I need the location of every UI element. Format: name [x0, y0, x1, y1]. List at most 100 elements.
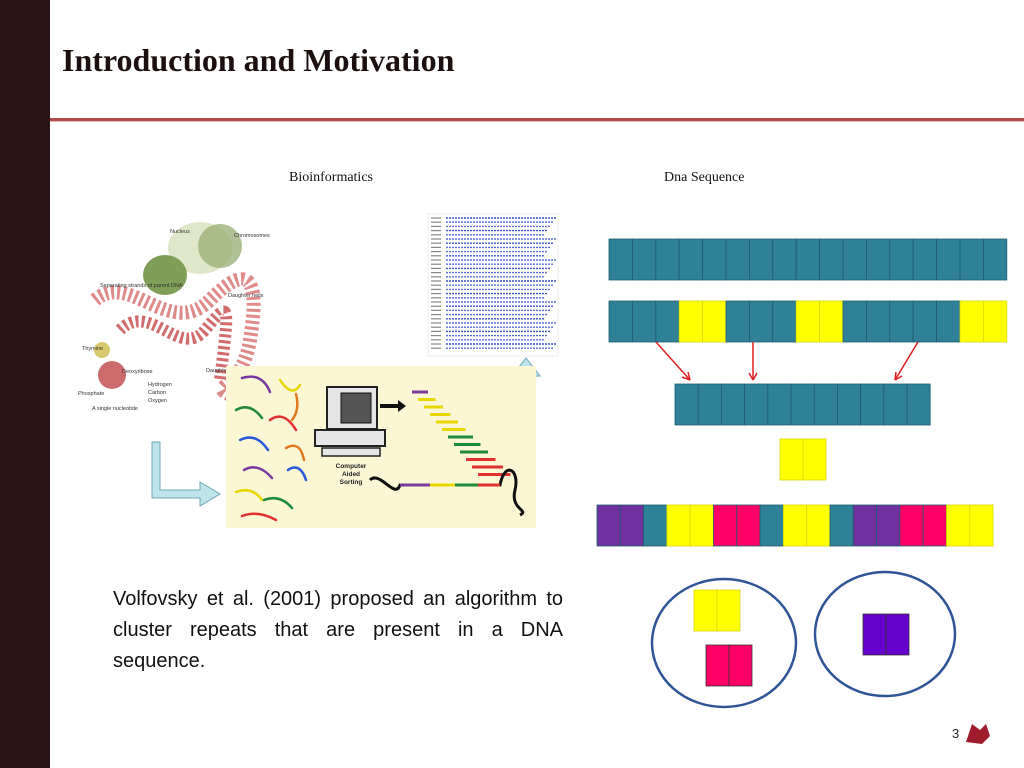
daughter-helix-strand-b	[115, 305, 233, 381]
computer-base	[314, 429, 386, 447]
sequence-cell	[852, 504, 877, 547]
cluster-blocks	[693, 589, 910, 687]
sequence-cell	[608, 300, 633, 343]
sequence-cell	[772, 238, 797, 281]
sequence-cell	[767, 383, 792, 426]
label-computer: Computer	[336, 463, 367, 470]
label-sorting: Sorting	[340, 479, 363, 486]
sequence-cell	[725, 238, 750, 281]
university-logo	[966, 724, 990, 744]
daughter-helix-strand-a	[90, 272, 261, 407]
computer-icon: Computer Aided Sorting	[314, 386, 406, 486]
sequence-cell	[749, 300, 774, 343]
printout-lines	[431, 217, 556, 349]
sequence-cell	[783, 504, 808, 547]
sequence-cell	[674, 383, 699, 426]
dna-fragment	[240, 512, 278, 522]
sequence-cell	[655, 238, 680, 281]
sequence-cell	[959, 238, 984, 281]
sequence-cell	[883, 383, 908, 426]
label-chromosomes: Chromosomes	[234, 233, 270, 239]
sequence-cell	[819, 238, 844, 281]
sequence-cell	[813, 383, 838, 426]
sequence-cell	[721, 383, 746, 426]
dna-fragment	[284, 444, 306, 462]
dna-fragment	[238, 436, 270, 452]
sorted-ladder	[412, 390, 511, 476]
sequence-cell	[969, 504, 994, 547]
keyboard	[321, 447, 381, 457]
sequence-cell	[946, 504, 971, 547]
sequence-cell	[889, 300, 914, 343]
dna-fragment	[278, 378, 302, 392]
arrow-to-sorting	[151, 441, 221, 507]
dna-fragments	[234, 375, 308, 522]
sequence-cell	[689, 504, 714, 547]
dna-fragment	[262, 497, 294, 510]
sequence-cell	[632, 238, 657, 281]
sequence-cell	[983, 238, 1008, 281]
chromosome-blob	[198, 224, 242, 268]
label-aided: Aided	[342, 471, 360, 478]
sequence-cell	[837, 383, 862, 426]
slide-title: Introduction and Motivation	[62, 42, 455, 78]
dna-fragment	[286, 466, 308, 482]
dna-sequence-diagram	[596, 238, 1008, 547]
sequence-cell	[876, 504, 901, 547]
monitor-screen	[340, 392, 372, 424]
sequence-cell	[725, 300, 750, 343]
sequence-cell	[790, 383, 815, 426]
sequence-cell	[795, 300, 821, 343]
cluster-cell	[716, 589, 741, 632]
label-deoxyribose: Deoxyribose	[122, 369, 153, 375]
body-paragraph: Volfovsky et al. (2001) proposed an algo…	[113, 588, 563, 672]
label-phosphate: Phosphate	[78, 391, 104, 397]
cluster-cell	[705, 644, 730, 687]
red-arrow-1-head	[681, 371, 691, 381]
sequence-cell	[619, 504, 644, 547]
sequence-cell	[779, 438, 804, 481]
dna-figure-labels: Nucleus Chromosomes Separating strands o…	[78, 229, 270, 412]
sequence-cell	[912, 300, 938, 343]
label-single-nucleotide: A single nucleotide	[92, 406, 138, 412]
nucleotide-ball	[98, 361, 126, 389]
sequence-cell	[744, 383, 769, 426]
label-thymine: Thymine	[82, 346, 103, 352]
sequence-cell	[795, 238, 821, 281]
label-daughter-helix-2: Daughter helix	[206, 368, 242, 374]
cluster-circle-1	[650, 577, 798, 709]
red-arrow-3	[894, 341, 919, 381]
red-arrows	[655, 341, 919, 381]
sequence-cell	[678, 238, 704, 281]
sequence-cell	[596, 504, 621, 547]
sequence-cell	[829, 504, 854, 547]
sequence-cell	[655, 300, 680, 343]
sequence-cell	[678, 300, 704, 343]
red-arrow-1	[655, 341, 691, 381]
label-oxygen: Oxygen	[148, 398, 167, 404]
label-hydrogen: Hydrogen	[148, 382, 172, 388]
sequence-cell	[860, 383, 885, 426]
sorted-strand	[368, 468, 525, 517]
sequence-cell	[842, 300, 867, 343]
title-rule-shadow	[50, 121, 1024, 122]
dna-fragment	[268, 415, 298, 432]
thymine-ball	[94, 342, 110, 358]
sequence-cell	[936, 300, 961, 343]
label-nucleus: Nucleus	[170, 229, 190, 235]
sequence-cell	[643, 504, 668, 547]
dna-replication-image: Nucleus Chromosomes Separating strands o…	[78, 222, 270, 412]
sequence-cell	[899, 504, 924, 547]
sequence-cell	[759, 504, 784, 547]
sequence-cell	[713, 504, 738, 547]
title-rule	[50, 118, 1024, 121]
sequence-printout	[427, 213, 559, 357]
sequence-cell	[772, 300, 797, 343]
sequence-cell	[702, 300, 727, 343]
sequence-cell	[666, 504, 691, 547]
sequence-cell	[983, 300, 1008, 343]
sequence-cell	[697, 383, 722, 426]
sequence-cell	[866, 300, 891, 343]
caption-dna-sequence: Dna Sequence	[664, 170, 745, 185]
